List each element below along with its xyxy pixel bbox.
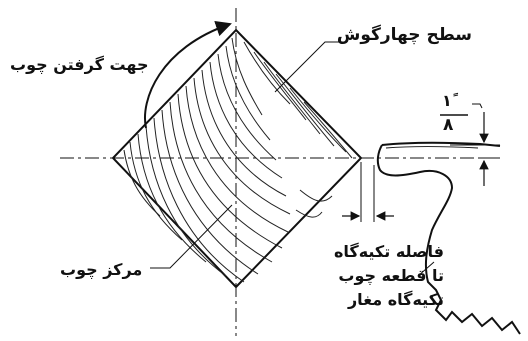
rest-distance-label-line1: فاصله تکیه‌گاه (333, 242, 444, 261)
gap-dimension (342, 162, 394, 222)
square-surface-label: سطح چهارگوش (336, 25, 472, 45)
rest-distance-label-line3: تکیه‌گاه مغار (347, 290, 444, 309)
dimension-numerator: ۱ً (442, 91, 452, 110)
rotation-arrow (144, 20, 232, 129)
wood-blank (111, 28, 363, 289)
rest-distance-leader (417, 261, 435, 277)
tool-rest (376, 144, 521, 335)
surface-leader (274, 41, 345, 93)
turning-direction-label: جهت گرفتن چوب (10, 55, 149, 74)
dimension-denominator: ۸ (443, 115, 454, 135)
wood-center-label: مرکز چوب (60, 260, 143, 279)
height-dimension (440, 103, 500, 186)
rest-distance-label-line2: تا قطعه چوب (338, 266, 444, 285)
center-leader (150, 204, 233, 269)
